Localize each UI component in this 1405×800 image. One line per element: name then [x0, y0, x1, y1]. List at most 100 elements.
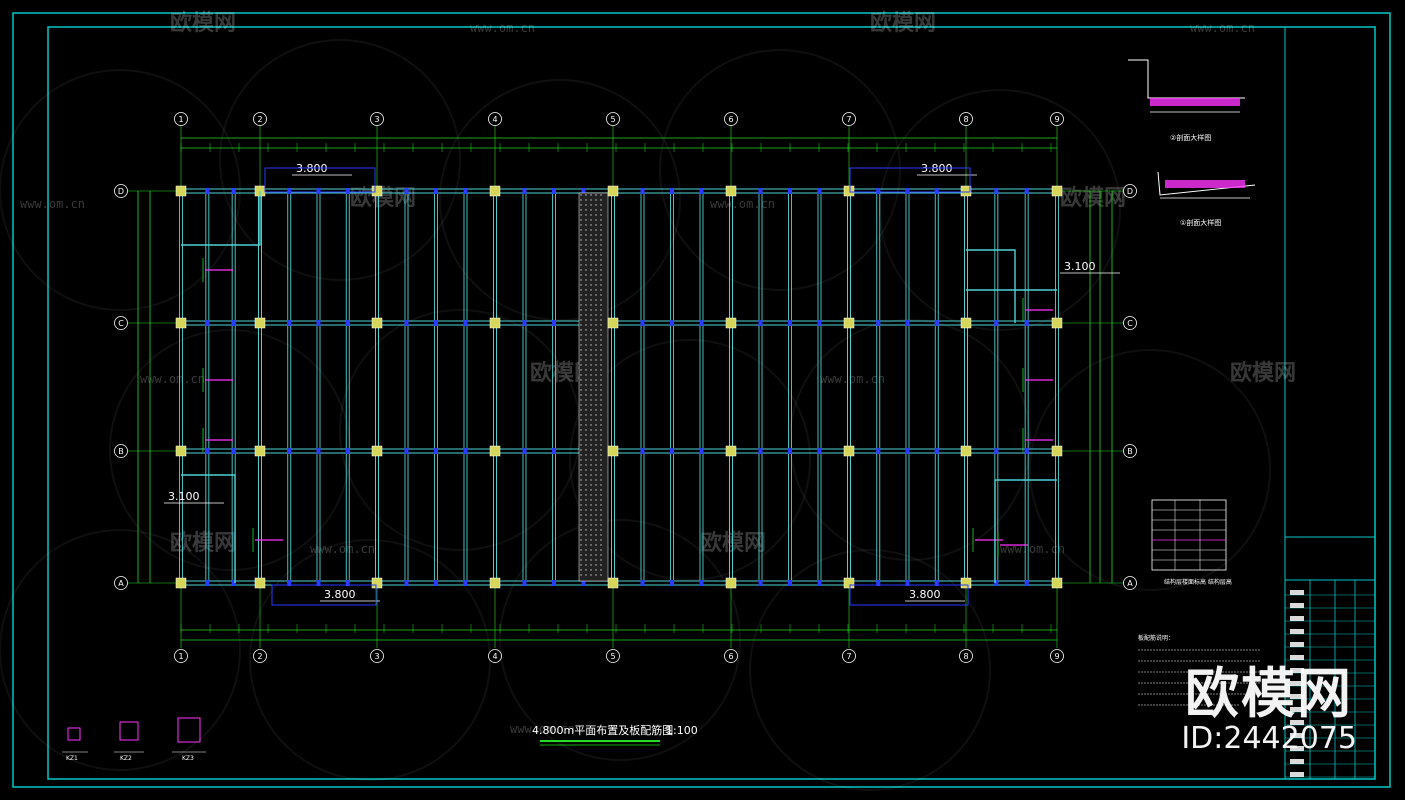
axis-bubble: [370, 649, 384, 663]
hatch-dot: [595, 554, 597, 556]
hatch-dot: [585, 204, 587, 206]
hatch-dot: [595, 294, 597, 296]
axis-label: D: [118, 187, 124, 196]
hatch-dot: [590, 549, 592, 551]
beam-mark: [670, 320, 674, 326]
column: [175, 185, 187, 197]
beam-mark: [905, 448, 910, 454]
hatch-dot: [600, 524, 602, 526]
column: [254, 317, 266, 329]
hatch-dot: [585, 369, 587, 371]
beam-mark: [404, 448, 409, 454]
hatch-dot: [595, 564, 597, 566]
hatch-dot: [600, 419, 602, 421]
beam-mark: [287, 580, 292, 586]
hatch-dot: [585, 484, 587, 486]
hatch-dot: [585, 569, 587, 571]
hatch-dot: [600, 274, 602, 276]
hatch-dot: [600, 269, 602, 271]
titleblock-text-mark: [1290, 642, 1304, 647]
hatch-dot: [590, 399, 592, 401]
hatch-dot: [590, 264, 592, 266]
hatch-dot: [595, 299, 597, 301]
beam-mark: [788, 320, 792, 326]
hatch-dot: [595, 324, 597, 326]
hatch-dot: [585, 514, 587, 516]
axis-bubble: [842, 649, 856, 663]
hatch-dot: [600, 499, 602, 501]
hatch-dot: [590, 284, 592, 286]
hatch-dot: [580, 319, 582, 321]
watermark-brand-text: 欧模网: [700, 530, 766, 556]
hatch-dot: [580, 539, 582, 541]
hatch-dot: [580, 479, 582, 481]
hatch-dot: [580, 359, 582, 361]
beam-mark: [463, 448, 468, 454]
beam-mark: [434, 320, 438, 326]
axis-bubble: [606, 649, 620, 663]
hatch-dot: [590, 574, 592, 576]
hatch-dot: [595, 559, 597, 561]
hatch-dot: [585, 549, 587, 551]
beam-mark: [231, 580, 236, 586]
hatch-dot: [600, 194, 602, 196]
beam-mark: [758, 448, 763, 454]
watermark-site-text: www.om.cn: [710, 197, 775, 211]
hatch-dot: [580, 564, 582, 566]
hatch-dot: [580, 224, 582, 226]
beam-mark: [699, 320, 704, 326]
hatch-dot: [600, 539, 602, 541]
hatch-dot: [595, 349, 597, 351]
beam-mark: [552, 188, 556, 194]
beam-mark: [316, 448, 321, 454]
hatch-dot: [595, 259, 597, 261]
title-block: [1285, 536, 1375, 779]
titleblock-text-mark: [1290, 681, 1304, 686]
beam-mark: [905, 580, 910, 586]
axis-label: 7: [846, 652, 851, 661]
hatch-dot: [585, 429, 587, 431]
watermark-circle: [749, 549, 991, 791]
column: [725, 317, 737, 329]
hatch-dot: [580, 434, 582, 436]
hatch-dot: [600, 284, 602, 286]
hatch-dot: [585, 384, 587, 386]
titleblock-text-mark: [1290, 616, 1304, 621]
hatch-dot: [585, 539, 587, 541]
hatch-dot: [585, 199, 587, 201]
beam-mark: [670, 448, 674, 454]
hatch-dot: [590, 274, 592, 276]
hatch-dot: [600, 289, 602, 291]
hatch-dot: [600, 504, 602, 506]
hatch-dot: [580, 264, 582, 266]
beam-mark: [934, 448, 939, 454]
hatch-dot: [600, 429, 602, 431]
wing-frame: [181, 191, 261, 246]
notes-block: 板配筋说明：: [1138, 634, 1260, 706]
hatch-dot: [590, 349, 592, 351]
titleblock-text-mark: [1290, 590, 1304, 595]
hatch-dot: [600, 484, 602, 486]
hatch-dot: [590, 384, 592, 386]
beam-mark: [905, 188, 910, 194]
hatch-dot: [600, 434, 602, 436]
beam-mark: [640, 320, 645, 326]
titleblock-text-mark: [1290, 629, 1304, 634]
hatch-dot: [580, 469, 582, 471]
hatch-dot: [595, 234, 597, 236]
hatch-dot: [595, 474, 597, 476]
hatch-dot: [595, 569, 597, 571]
beam-mark: [205, 448, 210, 454]
elevation-tag: 3.800: [909, 588, 941, 601]
hatch-dot: [590, 429, 592, 431]
hatch-dot: [585, 534, 587, 536]
hatch-dot: [590, 359, 592, 361]
beam-mark: [817, 188, 822, 194]
watermark-brand-text: 欧模网: [170, 530, 236, 556]
titleblock-text-mark: [1290, 694, 1304, 699]
beam-mark: [522, 448, 527, 454]
hatch-dot: [590, 249, 592, 251]
hatch-dot: [585, 274, 587, 276]
beam-mark: [788, 188, 792, 194]
hatch-dot: [595, 394, 597, 396]
